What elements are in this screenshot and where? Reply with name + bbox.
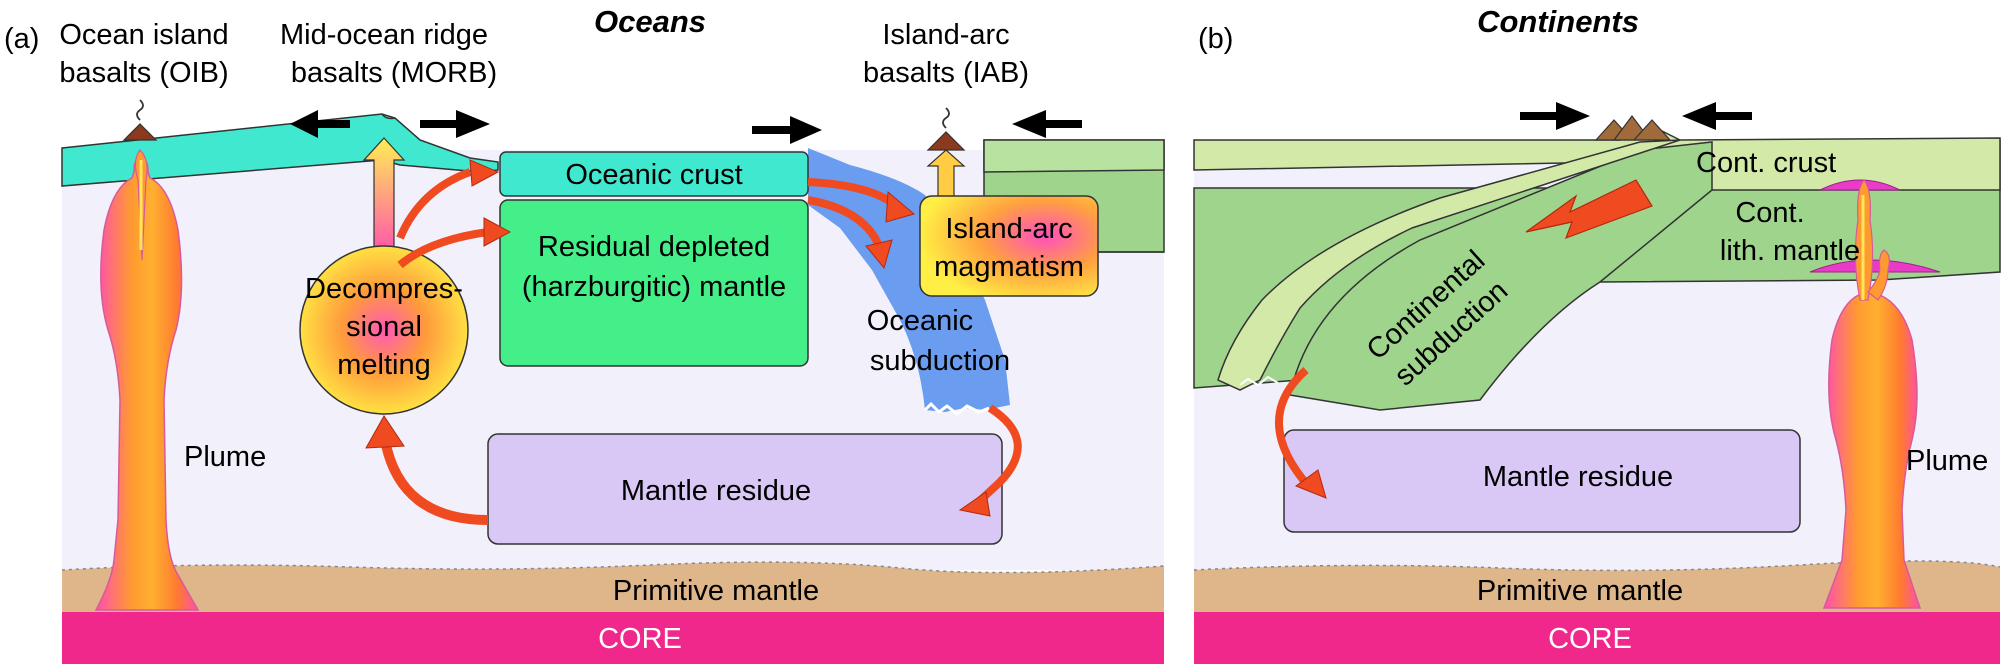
oceanic-subduction-label-line2: subduction: [870, 345, 1010, 377]
mantle-residue-box-b: [1283, 429, 1801, 533]
oceanic-slab: [808, 148, 1010, 412]
plume-b: [1822, 179, 1922, 609]
iab-up-arrow: [926, 149, 966, 199]
arrow-right-subduction: [752, 116, 822, 144]
core-label-b: CORE: [1548, 623, 1632, 655]
panel-a: (a) Oceans Ocean island basalts (OIB) Mi…: [4, 4, 1165, 664]
oceanic-subduction-label-line1: Oceanic: [867, 305, 973, 337]
residual-mantle-label-line2: (harzburgitic) mantle: [522, 271, 786, 303]
oceanic-plate-left: [61, 113, 499, 187]
residual-mantle-label-line1: Residual depleted: [538, 231, 770, 263]
morb-label-line1: Mid-ocean ridge: [280, 19, 488, 51]
decomp-label-line1: Decompres-: [305, 273, 463, 305]
iab-smoke-icon: [942, 107, 950, 129]
oceanic-crust-label: Oceanic crust: [565, 159, 742, 191]
core-label-a: CORE: [598, 623, 682, 655]
plume-label-b: Plume: [1906, 445, 1988, 477]
panel-b-title: Continents: [1477, 4, 1639, 39]
oceanic-crust-box: [499, 151, 809, 197]
continental-slab-crust: [1217, 139, 1681, 391]
plume-label-a: Plume: [184, 441, 266, 473]
continental-subduction-arrow: [1525, 179, 1653, 240]
red-arrowheads-a: [365, 159, 991, 517]
cont-crust-label: Cont. crust: [1696, 147, 1836, 179]
oib-label-line2: basalts (OIB): [59, 57, 228, 89]
primitive-mantle-layer-a: [62, 562, 1164, 612]
core-layer-b: [1194, 612, 2000, 664]
iab-volcano: [926, 131, 966, 151]
arrow-right-collision: [1520, 102, 1590, 130]
cont-lith-label-line1: Cont.: [1735, 197, 1804, 229]
residual-mantle-box: [499, 199, 809, 367]
mantle-residue-label-b: Mantle residue: [1483, 461, 1673, 493]
arrow-left-arc: [1012, 110, 1082, 138]
arrow-left-collision: [1682, 102, 1752, 130]
oib-label-line1: Ocean island: [59, 19, 228, 51]
island-arc-label-line2: magmatism: [934, 251, 1084, 283]
iab-label-line1: Island-arc: [882, 19, 1009, 51]
island-arc-magmatism-box: [919, 195, 1099, 297]
island-arc-label-line1: Island-arc: [945, 213, 1072, 245]
decomp-label-line3: melting: [337, 349, 431, 381]
collision-mountains: [1594, 115, 1672, 141]
panel-b: (b) Continents Cont. crust Cont. lith. m…: [1193, 4, 2001, 664]
panel-a-title: Oceans: [594, 4, 706, 39]
mantle-residue-box-a: [487, 433, 1003, 545]
melt-lens-lower: [1809, 259, 1941, 273]
core-layer-a: [62, 612, 1164, 664]
decompressional-melting-circle: [299, 245, 469, 415]
oib-smoke-icon: [136, 99, 144, 121]
morb-label-line2: basalts (MORB): [291, 57, 497, 89]
red-arrow-b: [1275, 367, 1314, 491]
primitive-mantle-label-b: Primitive mantle: [1477, 575, 1683, 607]
morb-upwelling-arrow: [362, 137, 406, 259]
primitive-mantle-label-a: Primitive mantle: [613, 575, 819, 607]
red-arrowhead-b: [1294, 469, 1327, 499]
plume-a: [94, 149, 200, 611]
mantle-residue-label-a: Mantle residue: [621, 475, 811, 507]
cont-lith-label-line2: lith. mantle: [1720, 235, 1860, 267]
oib-volcano: [122, 123, 158, 141]
decomp-label-line2: sional: [346, 311, 422, 343]
arrow-left-morb: [290, 110, 350, 138]
panel-a-letter: (a): [4, 23, 39, 55]
primitive-mantle-layer-b: [1194, 560, 2000, 612]
iab-label-line2: basalts (IAB): [863, 57, 1029, 89]
panel-b-letter: (b): [1198, 23, 1233, 55]
arrow-right-morb: [420, 110, 490, 138]
